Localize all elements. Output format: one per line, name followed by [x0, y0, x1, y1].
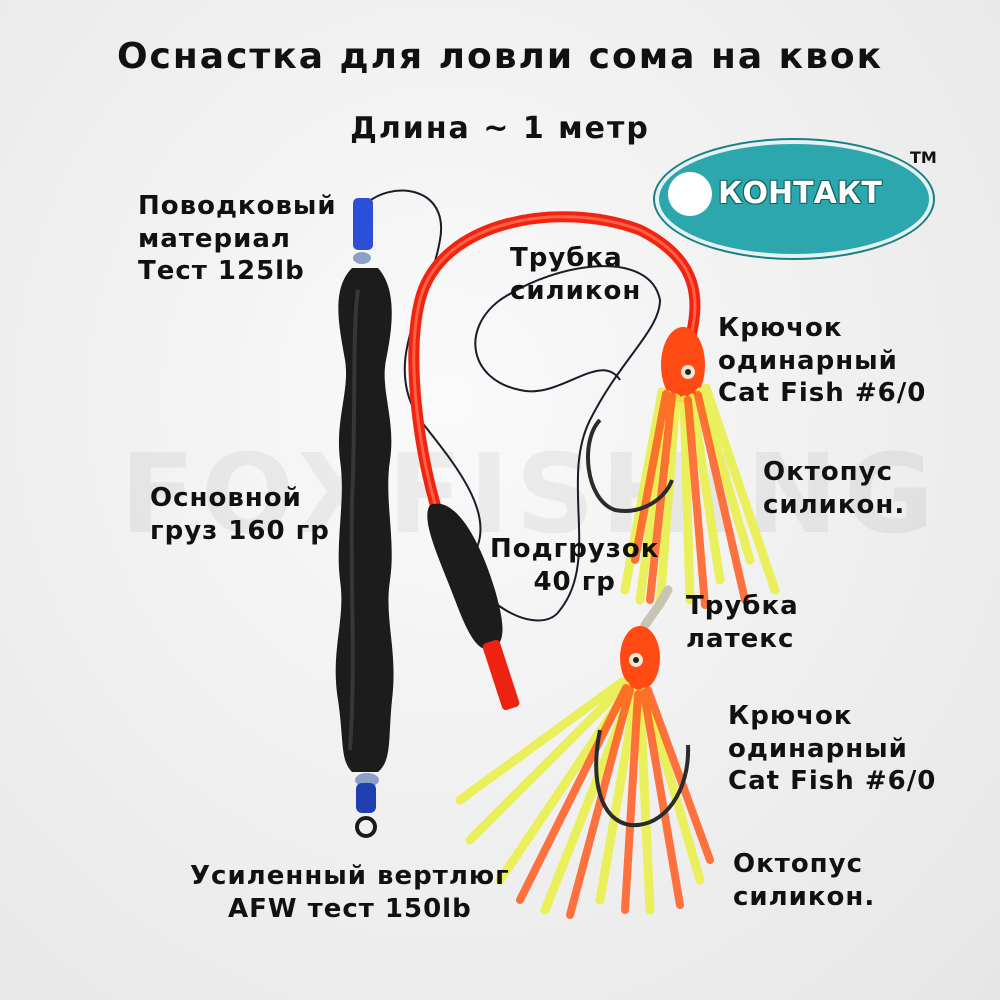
sub-weight-shape: [427, 503, 503, 650]
leader-sleeve: [353, 198, 373, 250]
swivel-sleeve: [356, 783, 376, 813]
hook-lower: [594, 729, 691, 828]
page-subtitle: Длина ~ 1 метр: [350, 111, 650, 146]
swivel-ring: [355, 816, 377, 838]
octopus-lower: [455, 626, 714, 919]
sub-weight-label: Подгрузок 40 гр: [490, 534, 660, 597]
leader-label: Поводковый материал Тест 125lb: [138, 191, 337, 286]
fish-icon: [668, 172, 712, 216]
hook-upper: [586, 418, 674, 513]
hook-upper-label: Крючок одинарный Cat Fish #6/0: [718, 313, 927, 408]
latex-tube-label: Трубка латекс: [686, 591, 799, 654]
brand-logo-text: КОНТАКТ: [718, 176, 882, 211]
octopus-upper-label: Октопус силикон.: [763, 457, 906, 520]
main-weight-label: Основной груз 160 гр: [150, 483, 330, 546]
page-title: Оснастка для ловли сома на квок: [116, 36, 884, 77]
silicone-tube-label: Трубка силикон: [510, 243, 642, 306]
hook-lower-label: Крючок одинарный Cat Fish #6/0: [728, 701, 937, 796]
swivel-label: Усиленный вертлюг AFW тест 150lb: [190, 861, 510, 924]
latex-tube: [640, 585, 673, 630]
octopus-lower-label: Октопус силикон.: [733, 849, 876, 912]
watermark: FOXFISHING: [120, 430, 941, 558]
trademark-mark: TM: [910, 148, 937, 167]
main-weight-shape: [335, 268, 394, 772]
